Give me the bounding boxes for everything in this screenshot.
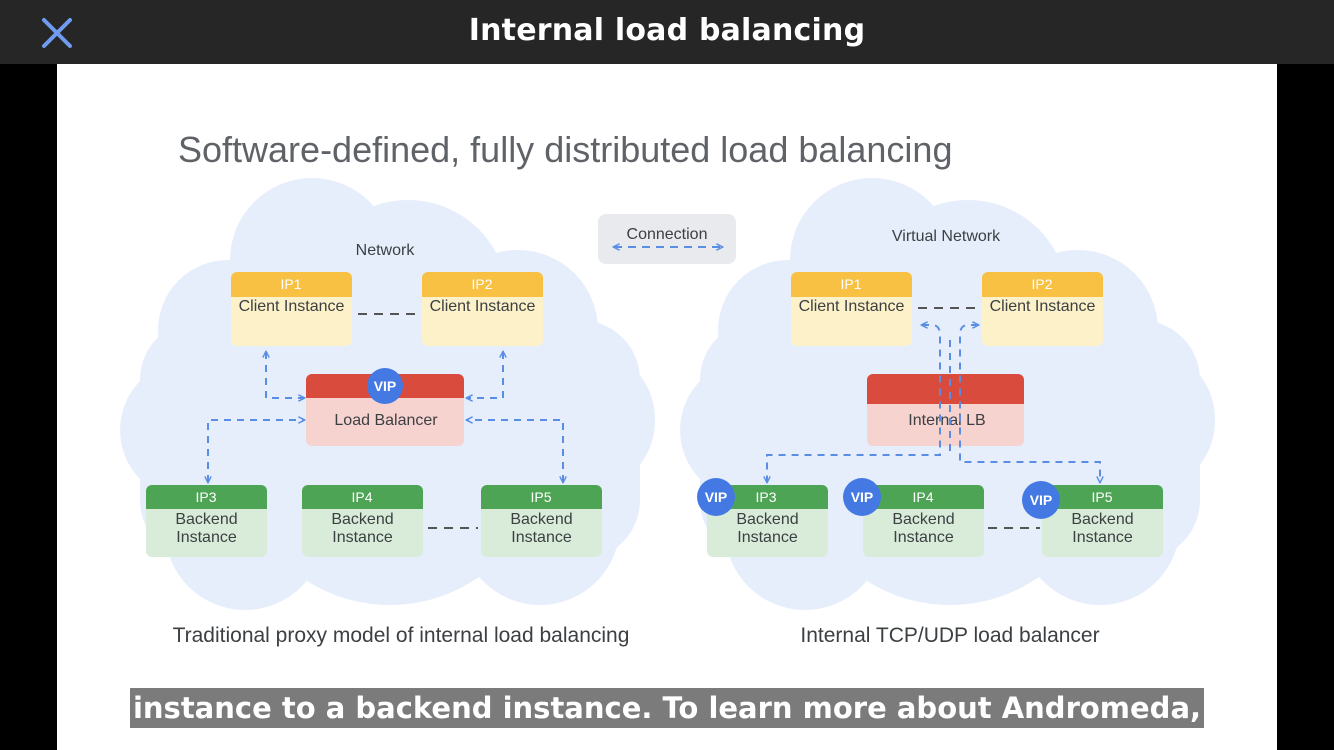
left-client-1: IP1 Client Instance [231,272,352,346]
right-backend-1: IP3 Backend Instance VIP [697,478,828,557]
right-backend-2-vip-badge [843,478,881,516]
slide-content: Software-defined, fully distributed load… [57,64,1277,750]
right-client-2-name: Client Instance [989,298,1096,315]
left-caption: Traditional proxy model of internal load… [173,624,630,647]
right-backend-2-ip: IP4 [912,489,933,505]
left-client-1-name: Client Instance [238,298,345,315]
right-backend-1-ip: IP3 [755,489,776,505]
right-network-label: Virtual Network [891,228,1001,245]
right-backend-1-name: Backend Instance [736,511,799,546]
right-client-1-name: Client Instance [798,298,905,315]
right-backend-3-name: Backend Instance [1071,511,1134,546]
left-arrows [208,352,563,482]
right-backend-1-vip-badge [697,478,735,516]
right-backend-2-vip-text: VIP [851,489,874,505]
right-backend-2-name: Backend Instance [892,511,955,546]
right-arrows [767,325,1100,482]
right-client-1-ip: IP1 [840,276,861,292]
video-title: Internal load balancing [468,13,866,48]
top-bar: Internal load balancing [0,0,1334,64]
right-caption: Internal TCP/UDP load balancer [800,624,1099,647]
left-client-2-ip: IP2 [471,276,492,292]
load-balancing-diagram: Software-defined, fully distributed load… [120,129,1215,647]
left-backend-1-name: Backend Instance [175,511,238,546]
close-button[interactable] [38,16,78,50]
right-client-1: IP1 Client Instance [791,272,912,346]
left-network-label: Network [356,242,416,259]
right-backend-3-vip-text: VIP [1030,492,1053,508]
left-backend-3-ip: IP5 [530,489,551,505]
left-client-2-name: Client Instance [429,298,536,315]
right-client-2: IP2 Client Instance [982,272,1103,346]
left-client-1-ip: IP1 [280,276,301,292]
right-backend-3-ip: IP5 [1091,489,1112,505]
slide-title: Software-defined, fully distributed load… [178,129,952,170]
right-backend-2: IP4 Backend Instance VIP [843,478,984,557]
left-backend-2: IP4 Backend Instance [302,485,423,557]
left-client-2: IP2 Client Instance [422,272,543,346]
left-backend-1-ip: IP3 [195,489,216,505]
right-internal-lb: Internal LB [867,374,1024,446]
right-backend-3-vip-badge [1022,481,1060,519]
subtitle-area: instance to a backend instance. To learn… [0,688,1334,728]
left-backend-2-ip: IP4 [351,489,372,505]
right-backend-1-vip-text: VIP [705,489,728,505]
left-lb-vip-badge [367,368,403,404]
right-lb-label: Internal LB [908,412,985,429]
connection-legend: Connection [598,214,736,264]
legend-label: Connection [627,226,708,243]
left-lb-label: Load Balancer [334,412,438,429]
subtitle-text: instance to a backend instance. To learn… [129,688,1205,728]
right-backend-3: IP5 Backend Instance VIP [1022,481,1163,557]
right-client-2-ip: IP2 [1031,276,1052,292]
left-backend-2-name: Backend Instance [331,511,394,546]
close-icon [42,18,72,48]
left-backend-3-name: Backend Instance [510,511,573,546]
left-backend-1: IP3 Backend Instance [146,485,267,557]
left-backend-3: IP5 Backend Instance [481,485,602,557]
left-lb-vip-text: VIP [374,378,397,394]
left-load-balancer: Load Balancer VIP [306,368,464,446]
